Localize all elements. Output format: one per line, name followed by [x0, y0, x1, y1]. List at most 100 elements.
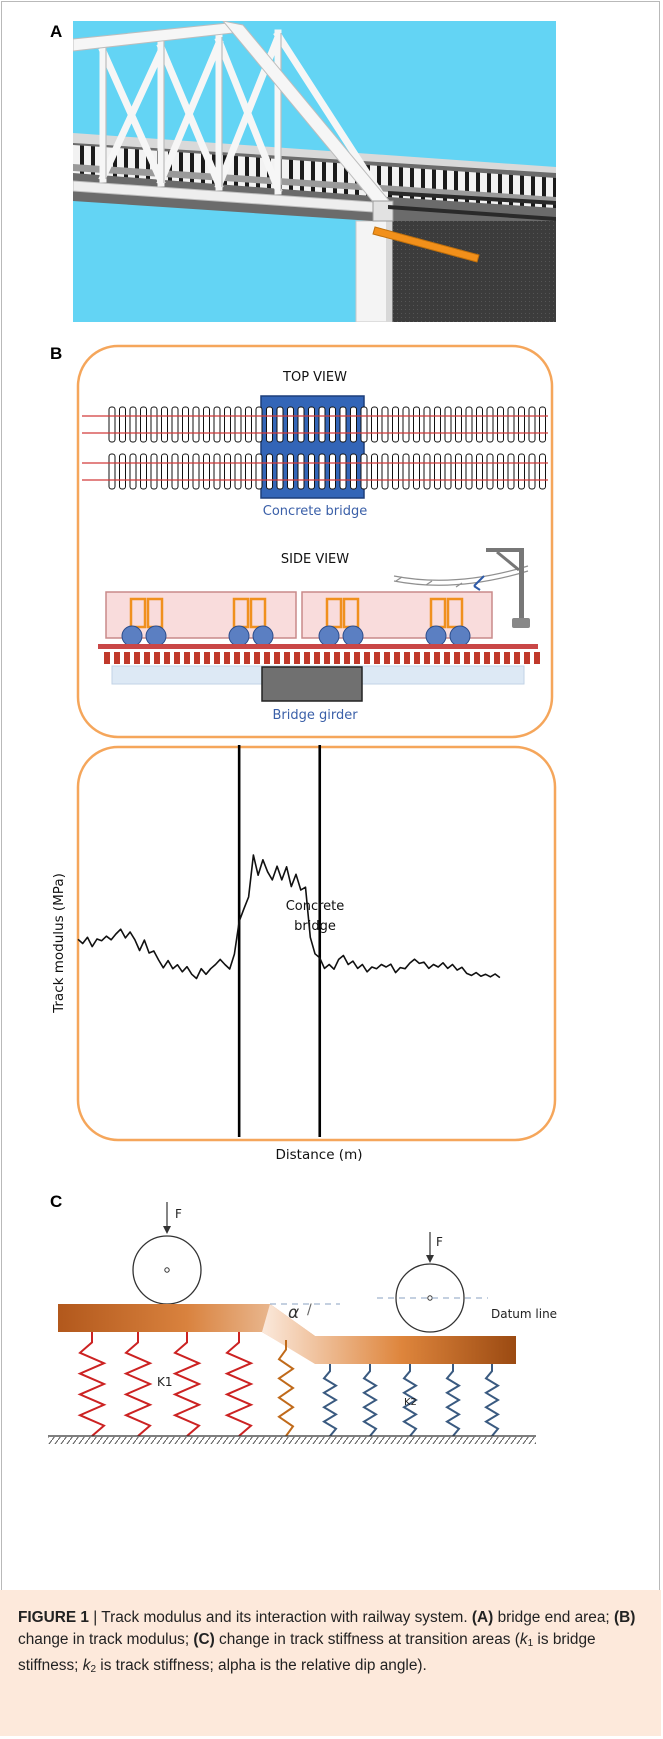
sleeper: [444, 652, 450, 664]
sleeper-top-view: [245, 406, 252, 443]
sleeper: [124, 652, 130, 664]
sleeper: [214, 652, 220, 664]
sleeper-top-view: [182, 453, 189, 490]
wheel: [425, 625, 447, 647]
sleeper: [354, 652, 360, 664]
sleeper: [164, 652, 170, 664]
sleeper: [334, 652, 340, 664]
wheel: [449, 625, 471, 647]
sleeper: [484, 652, 490, 664]
sleeper: [474, 652, 480, 664]
bridge-girder: [261, 666, 363, 702]
wheel: [228, 625, 250, 647]
caption-label: FIGURE 1: [18, 1609, 89, 1626]
sleeper-top-view: [444, 453, 452, 490]
sleeper: [304, 652, 310, 664]
sleeper-top-view: [455, 406, 462, 443]
sleeper-top-view: [255, 453, 263, 490]
sleeper: [404, 652, 410, 664]
spring: [322, 1364, 338, 1437]
panel-b-label: B: [50, 344, 63, 363]
sleeper-top-view: [528, 453, 536, 490]
sleeper-top-view: [455, 453, 462, 490]
wheel: [121, 625, 143, 647]
sleeper: [374, 652, 380, 664]
sleeper: [114, 652, 120, 664]
sleeper-top-view: [203, 406, 210, 443]
catenary-wire: [393, 565, 529, 588]
track-modulus-series: [77, 854, 501, 980]
sleeper-top-view: [234, 406, 242, 443]
k2-label: K2: [404, 1397, 417, 1408]
sleeper-top-view: [434, 406, 441, 443]
sleeper-top-view: [371, 453, 378, 490]
sleeper-top-view: [476, 453, 483, 490]
sleeper-top-view: [486, 453, 494, 490]
sleeper-top-view: [423, 453, 431, 490]
panel-a-label: A: [50, 22, 63, 41]
sleeper-top-view: [287, 453, 294, 490]
sleeper-top-view: [213, 406, 221, 443]
sleeper-top-view: [203, 453, 210, 490]
sleeper-top-view: [318, 406, 326, 443]
sleeper-top-view: [507, 453, 515, 490]
force-label-2: F: [436, 1235, 443, 1249]
spring: [402, 1364, 418, 1437]
sleeper-top-view: [129, 406, 137, 443]
sleeper-top-view: [140, 453, 147, 490]
sleeper-top-view: [119, 406, 126, 443]
sleeper: [154, 652, 160, 664]
svg-text:/: /: [307, 1302, 312, 1318]
sleeper-top-view: [192, 453, 200, 490]
support-springs: [77, 1332, 500, 1437]
sleeper-top-view: [381, 406, 389, 443]
sleeper-top-view: [413, 453, 420, 490]
bridge-girder-label: Bridge girder: [272, 708, 358, 723]
sleeper: [504, 652, 510, 664]
sleeper: [514, 652, 520, 664]
sleeper: [494, 652, 500, 664]
panel-c-label: C: [50, 1192, 63, 1211]
sleeper: [204, 652, 210, 664]
sleeper-top-view: [234, 453, 242, 490]
sleeper: [144, 652, 150, 664]
sleeper-top-view: [402, 453, 410, 490]
sleeper-top-view: [266, 453, 273, 490]
spring: [172, 1332, 202, 1437]
sleeper-top-view: [297, 406, 305, 443]
sleeper-top-view: [224, 406, 231, 443]
sleeper-top-view: [140, 406, 147, 443]
abutment-wall: [391, 217, 556, 322]
sleeper-top-view: [444, 406, 452, 443]
sleeper-top-view: [276, 406, 284, 443]
sleeper-top-view: [518, 406, 525, 443]
sleeper-top-view: [465, 406, 473, 443]
sleeper-top-view: [129, 453, 137, 490]
track-beam: [262, 1304, 516, 1364]
rails-top-view: [82, 415, 548, 481]
sleeper: [434, 652, 440, 664]
transition-stiffness-diagram: F F α / Datum line K1 K2: [48, 1202, 557, 1444]
spring: [362, 1364, 378, 1437]
sleeper-top-view: [339, 453, 347, 490]
sleeper-top-view: [308, 453, 315, 490]
spring: [123, 1332, 153, 1437]
sleeper-top-view: [150, 453, 158, 490]
chart-border: [76, 745, 557, 1142]
sleeper-top-view: [486, 406, 494, 443]
sleeper-top-view: [371, 406, 378, 443]
wheel: [342, 625, 364, 647]
sleeper-top-view: [108, 406, 116, 443]
datum-line-label: Datum line: [491, 1307, 557, 1321]
y-axis-label: Track modulus (MPa): [51, 873, 67, 1014]
sleeper-top-view: [350, 406, 357, 443]
sleeper-top-view: [245, 453, 252, 490]
sleeper-top-view: [318, 453, 326, 490]
train-wheels: [121, 625, 471, 647]
wheel-1: [132, 1235, 202, 1305]
sleeper-top-view: [308, 406, 315, 443]
sleeper: [244, 652, 250, 664]
sleeper: [194, 652, 200, 664]
side-view-title: SIDE VIEW: [281, 552, 349, 567]
x-axis-label: Distance (m): [275, 1147, 362, 1163]
